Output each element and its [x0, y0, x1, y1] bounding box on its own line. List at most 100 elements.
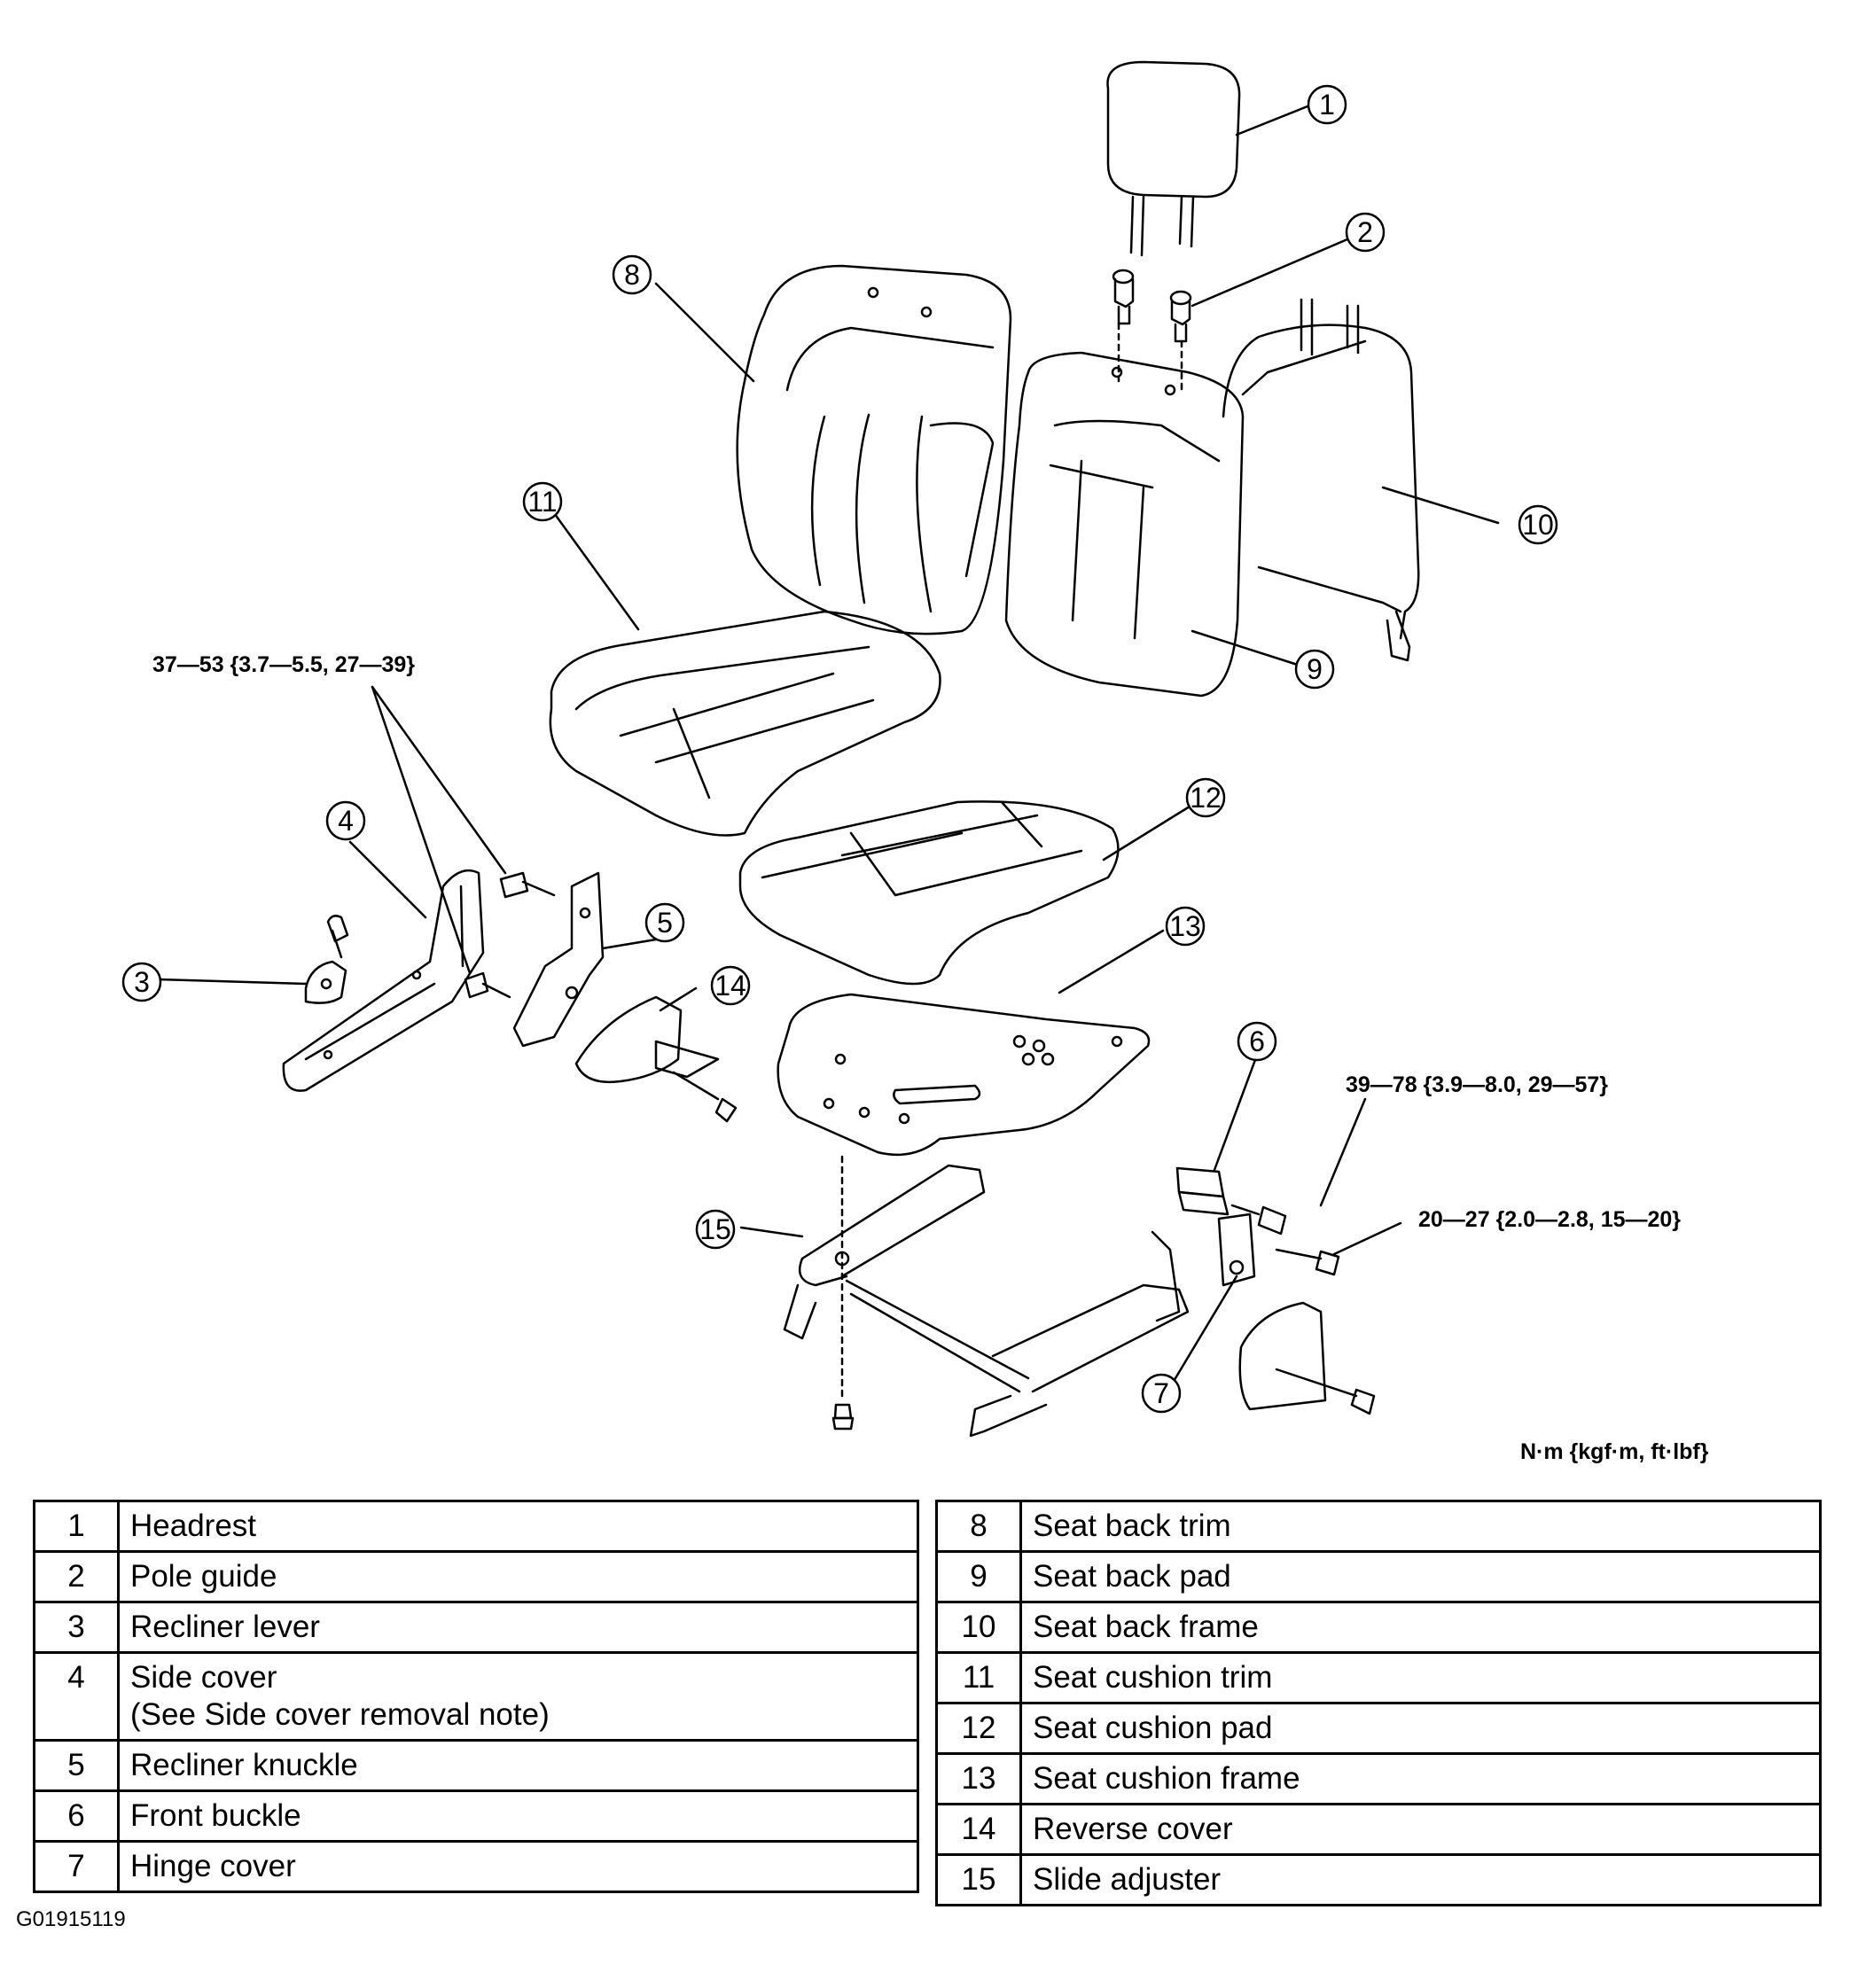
- slide-adjuster-shape: [783, 1155, 1190, 1438]
- part-name: Seat back pad: [1033, 1559, 1231, 1594]
- table-row: 9 Seat back pad: [935, 1550, 1822, 1603]
- part-name-cell: Front buckle: [117, 1789, 919, 1843]
- part-name-cell: Reverse cover: [1019, 1803, 1822, 1856]
- part-number: 14: [935, 1803, 1022, 1856]
- part-number: 13: [935, 1752, 1022, 1805]
- part-number: 15: [935, 1853, 1022, 1906]
- callout-label: 7: [1153, 1377, 1169, 1409]
- callout-label: 2: [1357, 216, 1373, 248]
- part-name-cell: Seat back pad: [1019, 1550, 1822, 1603]
- callout-label: 11: [527, 486, 557, 518]
- part-name-cell: Side cover(See Side cover removal note): [117, 1651, 919, 1742]
- callout-10: 10: [1518, 504, 1558, 545]
- reverse-cover-shape: [574, 995, 738, 1123]
- part-name-cell: Hinge cover: [117, 1840, 919, 1893]
- callout-4: 4: [325, 800, 366, 841]
- part-number: 8: [935, 1500, 1022, 1553]
- table-row: 1 Headrest: [33, 1500, 919, 1553]
- part-number: 6: [33, 1789, 120, 1843]
- callout-1: 1: [1307, 84, 1347, 125]
- figure-id: G01915119: [16, 1907, 126, 1931]
- part-number: 9: [935, 1550, 1022, 1603]
- table-row: 7 Hinge cover: [33, 1840, 919, 1893]
- table-row: 5 Recliner knuckle: [33, 1739, 919, 1792]
- torque-units-note: N·m {kgf·m, ft·lbf}: [1520, 1439, 1709, 1464]
- seat-back-pad-shape: [1004, 351, 1245, 698]
- seat-cushion-trim-shape: [549, 610, 941, 837]
- headrest-shape: [1106, 60, 1241, 257]
- callout-12: 12: [1185, 777, 1226, 818]
- part-name: Seat cushion pad: [1033, 1711, 1273, 1745]
- part-name-cell: Seat back trim: [1019, 1500, 1822, 1553]
- part-name-cell: Seat cushion pad: [1019, 1702, 1822, 1755]
- part-number: 5: [33, 1739, 120, 1792]
- callout-label: 10: [1522, 509, 1554, 541]
- part-name: Recliner lever: [130, 1610, 320, 1644]
- part-name-cell: Slide adjuster: [1019, 1853, 1822, 1906]
- table-row: 10 Seat back frame: [935, 1601, 1822, 1654]
- callout-9: 9: [1294, 649, 1335, 690]
- seat-back-frame-shape: [1222, 298, 1420, 662]
- part-number: 4: [33, 1651, 120, 1742]
- table-row: 2 Pole guide: [33, 1550, 919, 1603]
- part-name: Seat back trim: [1033, 1509, 1231, 1543]
- part-name-cell: Recliner lever: [117, 1601, 919, 1654]
- part-name: Hinge cover: [130, 1849, 296, 1883]
- part-number: 1: [33, 1500, 120, 1553]
- torque-spec-recliner: 37—53 {3.7—5.5, 27—39}: [152, 652, 416, 677]
- part-name: Seat back frame: [1033, 1610, 1259, 1644]
- callout-label: 6: [1249, 1025, 1265, 1057]
- table-row: 8 Seat back trim: [935, 1500, 1822, 1553]
- table-row: 14 Reverse cover: [935, 1803, 1822, 1856]
- hinge-bolt-shape: [1275, 1248, 1340, 1276]
- recliner-bolts-shape: [464, 871, 556, 999]
- part-number: 2: [33, 1550, 120, 1603]
- part-name-cell: Headrest: [117, 1500, 919, 1553]
- part-name: Pole guide: [130, 1559, 277, 1594]
- part-name: Recliner knuckle: [130, 1748, 358, 1782]
- part-name: Front buckle: [130, 1798, 301, 1833]
- callout-label: 1: [1319, 89, 1335, 121]
- part-name: Reverse cover: [1033, 1812, 1233, 1846]
- parts-table-right: 8 Seat back trim 9 Seat back pad 10 Seat back…: [935, 1500, 1822, 1906]
- front-buckle-shape: [1175, 1166, 1287, 1236]
- callout-label: 5: [657, 907, 673, 939]
- recliner-knuckle-shape: [512, 871, 605, 1048]
- leader-lines: [156, 105, 1500, 1389]
- callout-label: 13: [1169, 910, 1201, 942]
- callout-label: 9: [1307, 653, 1323, 685]
- side-cover-shape: [282, 869, 485, 1092]
- pole-guides-shape: [1112, 269, 1192, 392]
- seat-cushion-pad-shape: [738, 800, 1120, 986]
- callout-15: 15: [695, 1209, 736, 1250]
- callout-label: 15: [699, 1213, 731, 1245]
- part-name-cell: Pole guide: [117, 1550, 919, 1603]
- part-name: Headrest: [130, 1509, 257, 1543]
- part-number: 10: [935, 1601, 1022, 1654]
- part-name-cell: Seat back frame: [1019, 1601, 1822, 1654]
- table-row: 12 Seat cushion pad: [935, 1702, 1822, 1755]
- seat-cushion-frame-shape: [777, 993, 1151, 1157]
- part-name-cell: Seat cushion trim: [1019, 1651, 1822, 1704]
- part-name: Slide adjuster: [1033, 1862, 1222, 1897]
- torque-spec-hinge: 20—27 {2.0—2.8, 15—20}: [1418, 1207, 1682, 1232]
- part-number: 12: [935, 1702, 1022, 1755]
- callout-5: 5: [644, 902, 685, 943]
- callout-8: 8: [612, 254, 652, 295]
- seat-back-trim-shape: [736, 264, 1012, 635]
- callout-2: 2: [1345, 212, 1386, 253]
- part-name-cell: Recliner knuckle: [117, 1739, 919, 1792]
- table-row: 15 Slide adjuster: [935, 1853, 1822, 1906]
- part-number: 7: [33, 1840, 120, 1893]
- callout-7: 7: [1141, 1373, 1182, 1414]
- callout-6: 6: [1237, 1021, 1277, 1062]
- part-name: Seat cushion frame: [1033, 1761, 1300, 1796]
- callout-label: 12: [1190, 782, 1222, 814]
- callout-label: 3: [134, 966, 150, 998]
